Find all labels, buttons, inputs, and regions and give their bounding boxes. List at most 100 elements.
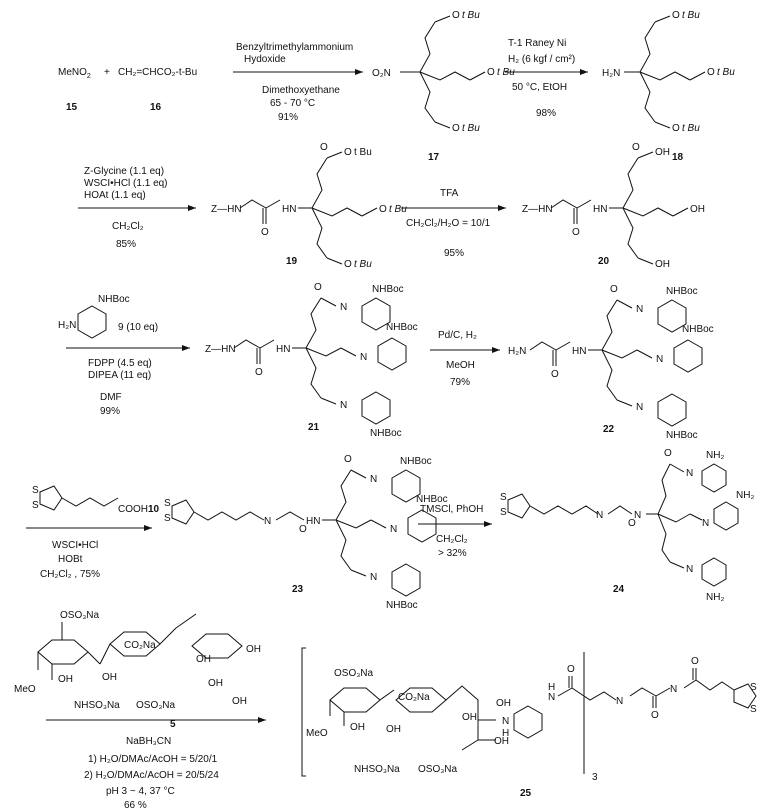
svg-text:OH: OH (350, 722, 365, 733)
svg-text:HN: HN (276, 344, 290, 355)
svg-text:OSO₃Na: OSO₃Na (334, 668, 374, 679)
svg-text:S: S (164, 513, 171, 524)
svg-text:95%: 95% (444, 248, 464, 259)
svg-text:N: N (596, 510, 603, 521)
svg-text:O: O (261, 227, 269, 238)
compound-18-structure: H₂N O t Bu O t Bu O t Bu (602, 10, 735, 134)
reagent-10-structure: S S COOH 10 (32, 485, 160, 515)
svg-text:MeOH: MeOH (446, 360, 475, 371)
svg-text:Z-Glycine (1.1 eq): Z-Glycine (1.1 eq) (84, 166, 164, 177)
svg-text:O: O (664, 448, 672, 459)
svg-text:N: N (656, 354, 663, 365)
compound-19-structure: Z—HN O HN O O t Bu O t Bu O t Bu (211, 142, 407, 270)
svg-text:O: O (628, 518, 636, 529)
svg-text:N: N (670, 684, 677, 695)
svg-text:9 (10 eq): 9 (10 eq) (118, 322, 158, 333)
reagent-menitro: MeNO2 (58, 67, 91, 80)
svg-text:NaBH₃CN: NaBH₃CN (126, 736, 171, 747)
conditions-8: TMSCl, PhOH CH₂Cl₂ > 32% (420, 504, 483, 559)
compound-id-21: 21 (308, 422, 320, 433)
compound-21-structure: Z—HN O HN O N NHBoc N NHBoc N NHBoc (205, 282, 418, 439)
conditions-7: WSCI•HCl HOBt CH₂Cl₂ , 75% (40, 540, 100, 580)
compound-id-15: 15 (66, 102, 78, 113)
svg-text:NHBoc: NHBoc (416, 494, 448, 505)
compound-22-structure: H₂N O HN O N NHBoc N NHBoc N NHBoc (508, 284, 714, 441)
svg-text:O₂N: O₂N (372, 68, 391, 79)
compound-id-5: 5 (170, 719, 176, 730)
svg-text:Z—HN: Z—HN (205, 344, 236, 355)
reagent-9-structure: NHBoc H₂N 9 (10 eq) (58, 294, 158, 339)
svg-text:N: N (686, 564, 693, 575)
conditions-3: Z-Glycine (1.1 eq) WSCI•HCl (1.1 eq) HOA… (84, 166, 168, 250)
svg-text:t Bu: t Bu (354, 147, 372, 158)
svg-text:N: N (340, 400, 347, 411)
compound-id-18: 18 (672, 152, 684, 163)
svg-text:CO₂Na: CO₂Na (398, 692, 430, 703)
svg-text:O: O (255, 367, 263, 378)
svg-text:TFA: TFA (440, 188, 459, 199)
svg-text:MeO: MeO (14, 684, 36, 695)
svg-text:OH: OH (58, 674, 73, 685)
svg-text:HOBt: HOBt (58, 554, 83, 565)
svg-text:O: O (610, 284, 618, 295)
svg-text:O: O (672, 123, 680, 134)
conditions-5: FDPP (4.5 eq) DIPEA (11 eq) DMF 99% (88, 358, 152, 417)
svg-text:S: S (32, 500, 39, 511)
compound-20-structure: Z—HN O HN O OH OH OH (522, 142, 705, 270)
svg-text:O: O (572, 227, 580, 238)
svg-text:t Bu: t Bu (717, 67, 735, 78)
svg-text:N: N (702, 518, 709, 529)
svg-text:OSO₃Na: OSO₃Na (136, 700, 176, 711)
svg-text:NHBoc: NHBoc (386, 600, 418, 611)
compound-id-22: 22 (603, 424, 615, 435)
svg-text:79%: 79% (450, 377, 470, 388)
svg-text:N: N (264, 516, 271, 527)
conditions-9: NaBH₃CN 1) H₂O/DMAc/AcOH = 5/20/1 2) H₂O… (84, 736, 219, 811)
svg-text:NHBoc: NHBoc (400, 456, 432, 467)
svg-text:NHBoc: NHBoc (372, 284, 404, 295)
svg-text:OH: OH (386, 724, 401, 735)
svg-text:Z—HN: Z—HN (522, 204, 553, 215)
compound-id-17: 17 (428, 152, 440, 163)
svg-text:NHBoc: NHBoc (666, 286, 698, 297)
svg-text:S: S (500, 507, 507, 518)
svg-text:OH: OH (655, 147, 670, 158)
compound-id-23: 23 (292, 584, 304, 595)
svg-text:t Bu: t Bu (354, 259, 372, 270)
svg-text:N: N (636, 304, 643, 315)
svg-text:O: O (452, 123, 460, 134)
conditions-4: TFA CH₂Cl₂/H₂O = 10/1 95% (406, 188, 491, 259)
svg-text:OH: OH (655, 259, 670, 270)
svg-text:t Bu: t Bu (682, 10, 700, 21)
svg-text:OH: OH (196, 654, 211, 665)
compound-5-structure: OSO₃Na MeO OH NHSO₃Na CO₂Na OH OSO₃Na OH… (14, 610, 261, 711)
svg-text:OH: OH (494, 736, 509, 747)
svg-text:O: O (567, 664, 575, 675)
svg-text:H₂N: H₂N (602, 68, 620, 79)
svg-text:CO₂Na: CO₂Na (124, 640, 156, 651)
svg-text:S: S (750, 682, 757, 693)
svg-text:N: N (634, 510, 641, 521)
svg-text:O: O (707, 67, 715, 78)
svg-text:COOH: COOH (118, 504, 148, 515)
compound-id-20: 20 (598, 256, 610, 267)
svg-text:OH: OH (208, 678, 223, 689)
svg-text:O: O (651, 710, 659, 721)
svg-text:50 °C, EtOH: 50 °C, EtOH (512, 82, 567, 93)
compound-23-structure: S S N O HN O N NHBoc N NHBoc N NHBoc (164, 454, 448, 611)
compound-id-25: 25 (520, 788, 532, 799)
svg-text:NH₂: NH₂ (706, 450, 724, 461)
svg-text:N: N (636, 402, 643, 413)
svg-text:H₂N: H₂N (58, 320, 76, 331)
compound-id-24: 24 (613, 584, 625, 595)
svg-text:OH: OH (232, 696, 247, 707)
svg-text:N: N (360, 352, 367, 363)
svg-text:3: 3 (592, 772, 598, 783)
svg-text:t Bu: t Bu (462, 123, 480, 134)
svg-text:O: O (632, 142, 640, 153)
svg-text:N: N (616, 696, 623, 707)
svg-text:t Bu: t Bu (462, 10, 480, 21)
svg-text:S: S (500, 492, 507, 503)
svg-text:CH₂Cl₂: CH₂Cl₂ (112, 221, 144, 232)
svg-text:NHBoc: NHBoc (370, 428, 402, 439)
